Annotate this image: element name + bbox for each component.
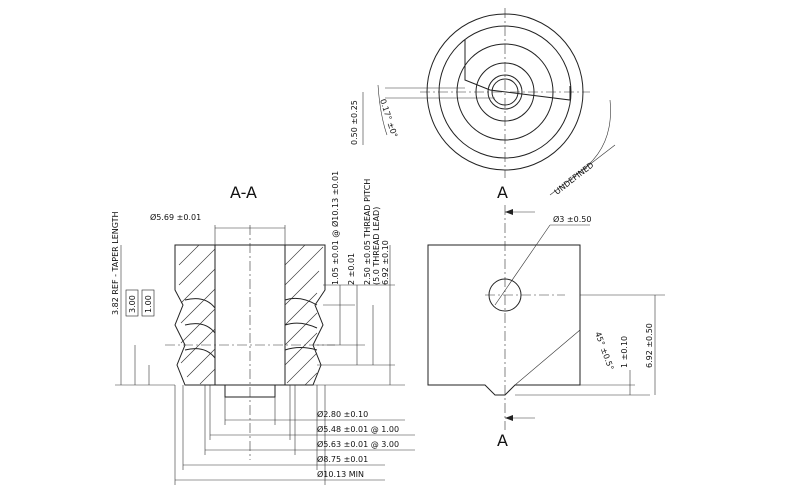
dim-2-00: 2 ±0.01 [347,253,356,285]
box-1-00-text: 1.00 [144,295,153,313]
top-view: 0.50 ±0.25 0.17° ±0° UNDEFINED [350,8,616,197]
top-dim-0-50: 0.50 ±0.25 [350,100,359,145]
dim-chamfer: 45° ±0.5° [593,331,615,372]
hatch-left [178,244,216,385]
drawing-area: 0.50 ±0.25 0.17° ±0° UNDEFINED A-A [95,0,705,500]
undefined-leader [549,144,616,196]
section-view: A-A [111,171,415,485]
dim-6-92: 6.92 ±0.10 [381,240,390,285]
dim-5-48: Ø5.48 ±0.01 @ 1.00 [317,424,399,434]
view-letter-bottom: A [497,431,508,450]
dim-min: Ø10.13 MIN [317,469,364,479]
box-3-00 [125,289,139,317]
box-3-00-text: 3.00 [128,295,137,313]
undefined-label: UNDEFINED [553,160,596,196]
technical-drawing: 0.50 ±0.25 0.17° ±0° UNDEFINED A-A [111,8,665,485]
view-letter-top: A [497,183,508,202]
dim-lead: (5.0 THREAD LEAD) [372,207,381,285]
dim-head-dia: Ø5.69 ±0.01 [150,212,201,222]
dim-pitch: 2.50 ±0.05 THREAD PITCH [363,179,372,285]
thread-start-notch [464,40,571,101]
dim-6-92-050: 6.92 ±0.50 [645,323,654,368]
dim-bore: Ø2.80 ±0.10 [317,409,368,419]
side-view: A A Ø3 ±0.50 45° ±0.5° 1 ±0.10 6.92 ±0.5… [427,183,665,450]
thread-left [184,298,216,359]
hole-leader [494,224,551,306]
top-dim-angle: 0.17° ±0° [378,98,399,139]
dim-5-63: Ø5.63 ±0.01 @ 3.00 [317,439,399,449]
hatch-right [284,244,324,386]
box-1-00 [141,289,155,317]
dim-hole: Ø3 ±0.50 [553,214,591,224]
dim-8-75: Ø8.75 ±0.01 [317,454,368,464]
thread-right [284,297,318,351]
section-title: A-A [230,183,257,202]
side-outline [427,244,581,396]
dim-1-05: 1.05 ±0.01 @ Ø10.13 ±0.01 [330,171,340,285]
chamfer-leader [514,329,581,386]
dim-1-010: 1 ±0.10 [620,336,629,368]
angle-arc [377,84,388,136]
dim-taper-length: 3.82 REF - TAPER LENGTH [111,211,120,315]
